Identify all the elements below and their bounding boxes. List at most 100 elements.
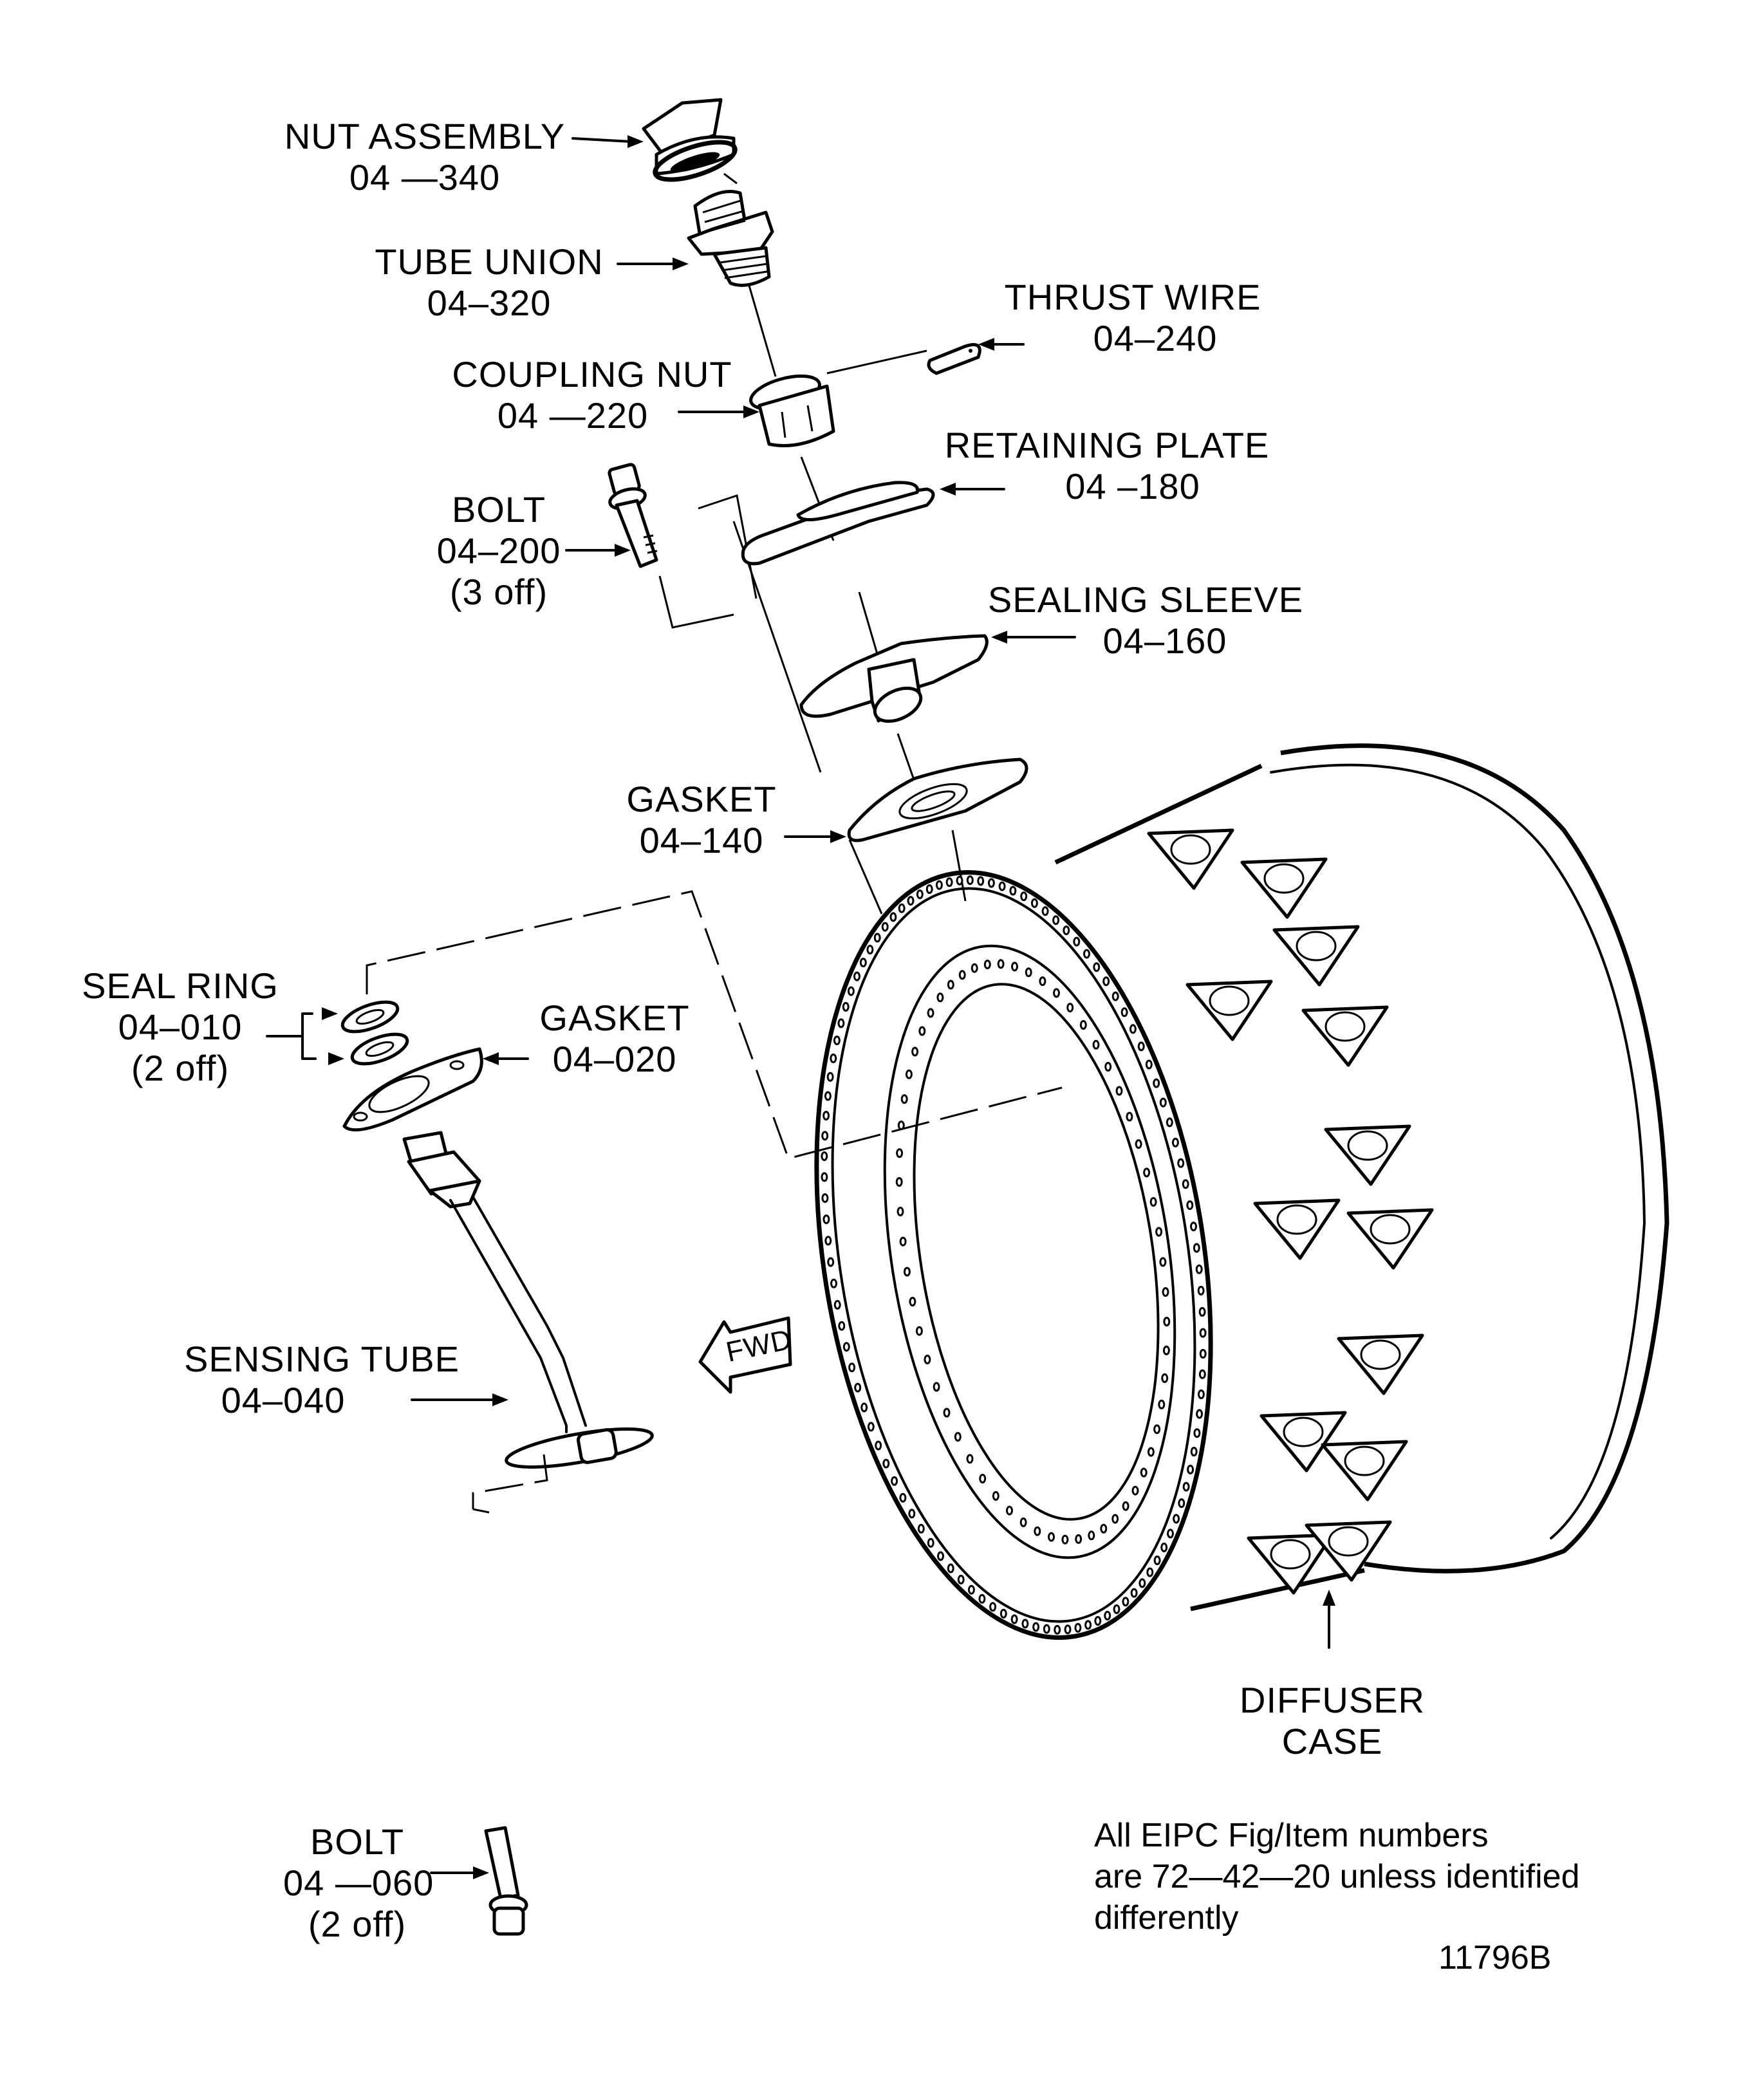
bolt-hole [1190,1447,1198,1456]
callout-thrust-wire: THRUST WIRE 04–240 [991,277,1274,359]
bolt-hole [821,1151,828,1161]
bolt-hole [1064,1624,1072,1635]
bolt-hole [925,884,933,894]
bolt-hole [1145,1059,1153,1070]
fwd-arrow-icon [698,1316,792,1394]
bolt-hole [821,1193,829,1203]
bolt-hole [1084,1620,1092,1630]
bolt-hole [847,986,855,996]
bolt-hole [824,1091,832,1101]
bolt-hole [1111,1514,1119,1524]
bolt-hole [1039,976,1046,987]
callout-name: SEALING SLEEVE [987,579,1304,620]
bolt-hole [873,933,881,943]
callout-name: NUT ASSEMBLY [284,116,566,156]
callout-bolt-lower: BOLT 04 —060 (2 off) [283,1821,433,1945]
bolt-hole [895,1177,903,1187]
bolt-hole [867,1422,875,1432]
callout-item: 04–010 [118,1007,243,1047]
bolt-hole [967,1584,975,1595]
bolt-hole [1160,1542,1168,1552]
boss-pad-icon [1240,857,1328,919]
bolt-hole [821,1172,828,1182]
bolt-hole [824,1236,832,1246]
callout-gasket-upper: GASKET 04–140 [618,779,785,861]
bolt-hole [979,1474,987,1483]
bolt-hole [1020,891,1028,902]
bolt-hole [842,1342,850,1352]
bolt-hole [830,1054,837,1063]
bolt-hole [907,896,915,906]
callout-item: 04–160 [1102,620,1227,661]
bolt-hole [1061,1534,1069,1545]
boss-pad-icon [1147,828,1234,890]
callout-sealing-sleeve: SEALING SLEEVE 04–160 [978,579,1313,662]
callout-name: BOLT [310,1821,405,1862]
bolt-hole [909,1297,916,1306]
bolt-hole [933,1382,940,1392]
bolt-hole [935,880,943,890]
bolt-hole [1113,1604,1120,1614]
bolt-hole [1043,1624,1050,1634]
bolt-hole [1053,988,1060,998]
bolt-hole [1163,1317,1171,1326]
figure-id: 11796B [1438,1939,1552,1976]
bolt-hole [1048,1532,1055,1542]
bolt-hole [1122,1501,1130,1511]
bolt-hole [899,1236,907,1247]
bolt-hole [1186,1200,1194,1211]
bolt-hole [889,912,897,922]
bolt-hole [1006,1505,1013,1516]
note-line-1: All EIPC Fig/Item numbers [1094,1817,1489,1854]
bolt-hole [1021,1619,1029,1629]
bolt-hole [1063,925,1070,936]
bolt-hole [954,1432,962,1442]
callout-name: SENSING TUBE [184,1339,460,1379]
boss-pads [1147,828,1434,1595]
bolt-hole [882,1458,890,1469]
bolt-hole [1104,1062,1112,1072]
bolt-hole [1094,1616,1102,1626]
bolt-upper-icon [608,463,658,568]
bolt-hole [1100,1523,1108,1534]
callout-name: GASKET [539,998,690,1038]
bolt-hole [1115,1086,1123,1096]
bolt-hole [853,971,860,981]
bolt-hole [943,1408,951,1418]
bolt-hole [875,1440,882,1451]
bolt-hole [1182,1482,1190,1492]
bolt-hole [1122,1597,1130,1607]
bolt-lower-icon [484,1826,528,1936]
bolt-hole [987,878,995,888]
bolt-hole [1197,1285,1205,1296]
bolt-hole [1010,1614,1018,1624]
bolt-hole [1199,1328,1207,1338]
bolt-hole [854,1382,862,1393]
gasket-upper-icon [847,757,1028,842]
bolt-hole [1177,1158,1185,1168]
callout-bolt-upper: BOLT 04–200 (3 off) [418,489,579,613]
boss-pad-icon [1272,925,1360,987]
bolt-hole [1149,1197,1157,1207]
bolt-hole [1196,1409,1204,1419]
boss-pad-icon [1253,1198,1341,1260]
bolt-hole [833,1036,841,1046]
callout-item: 04 —220 [497,395,649,436]
bolt-hole [1171,1137,1179,1148]
bolt-hole [908,1509,916,1519]
bolt-hole [860,1402,868,1413]
bolt-hole [898,903,906,913]
bolt-hole [915,1326,923,1336]
callout-qty: (2 off) [131,1048,230,1088]
bolt-hole [1066,1003,1074,1013]
bolt-hole [1102,976,1110,987]
boss-pad-icon [1247,1533,1334,1595]
bolt-hole [1167,1529,1174,1539]
flange-bolt-holes [821,875,1207,1635]
boss-pad-icon [1301,1005,1389,1067]
callout-name: SEAL RING [82,965,279,1006]
callout-sensing-tube: SENSING TUBE 04–040 [174,1339,470,1421]
bolt-hole [971,963,978,973]
bolt-hole [1104,1610,1111,1621]
